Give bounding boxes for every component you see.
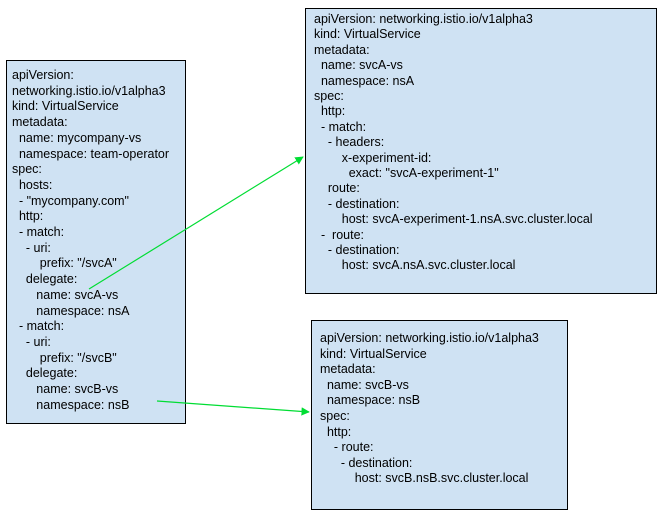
virtualservice-svca-box: apiVersion: networking.istio.io/v1alpha3… [305, 8, 657, 294]
virtualservice-svcb-box: apiVersion: networking.istio.io/v1alpha3… [311, 320, 568, 510]
yaml-line: - match: [12, 225, 65, 239]
yaml-line: prefix: "/svcB" [12, 350, 117, 365]
yaml-line: spec: [320, 409, 350, 423]
yaml-line: namespace: nsB [12, 397, 130, 412]
yaml-line: namespace: nsA [314, 73, 415, 88]
yaml-line: hosts: [12, 177, 53, 192]
yaml-line: - "mycompany.com" [12, 193, 129, 208]
yaml-line: host: svcA-experiment-1.nsA.svc.cluster.… [314, 212, 593, 227]
yaml-line: host: svcA.nsA.svc.cluster.local [314, 258, 516, 273]
yaml-line: x-experiment-id: [314, 150, 432, 165]
yaml-line: - route: [320, 440, 374, 455]
yaml-line: http: [12, 209, 44, 224]
yaml-line: metadata: [320, 362, 376, 377]
yaml-line: namespace: nsA [12, 303, 130, 318]
yaml-line: - match: [314, 119, 367, 134]
yaml-line: - destination: [320, 455, 413, 470]
yaml-line: http: [320, 424, 352, 439]
yaml-line: - match: [12, 319, 65, 334]
yaml-line: namespace: nsB [320, 393, 421, 408]
yaml-line: - destination: [314, 243, 400, 257]
yaml-line: - uri: [12, 240, 51, 255]
arrow-delegate-svcb [156, 400, 310, 416]
yaml-line: metadata: [12, 115, 68, 130]
yaml-line: metadata: [314, 42, 370, 57]
yaml-line: spec: [314, 89, 344, 103]
yaml-line: delegate: [12, 366, 78, 381]
yaml-line: exact: "svcA-experiment-1" [314, 166, 499, 180]
yaml-line: networking.istio.io/v1alpha3 [12, 83, 166, 98]
yaml-line: delegate: [12, 272, 78, 287]
yaml-line: spec: [12, 162, 42, 177]
yaml-line: - headers: [314, 135, 385, 150]
yaml-line: kind: VirtualService [320, 346, 427, 361]
yaml-line: name: svcB-vs [320, 377, 409, 392]
yaml-line: kind: VirtualService [12, 99, 119, 114]
yaml-line: route: [314, 181, 360, 196]
yaml-line: apiVersion: networking.istio.io/v1alpha3 [320, 331, 539, 345]
yaml-line: http: [314, 104, 346, 119]
yaml-line: - route: [314, 227, 365, 242]
yaml-line: apiVersion: [12, 68, 74, 82]
yaml-line: host: svcB.nsB.svc.cluster.local [320, 471, 529, 486]
yaml-line: name: svcB-vs [12, 382, 119, 396]
yaml-line: - uri: [12, 334, 51, 349]
yaml-line: name: svcA-vs [12, 287, 119, 302]
yaml-line: namespace: team-operator [12, 146, 170, 161]
yaml-line: kind: VirtualService [314, 27, 421, 42]
yaml-line: prefix: "/svcA" [12, 256, 117, 271]
yaml-line: name: svcA-vs [314, 58, 403, 73]
yaml-line: apiVersion: networking.istio.io/v1alpha3 [314, 12, 533, 26]
arrow-delegate-svca [88, 156, 304, 290]
yaml-line: - destination: [314, 196, 400, 211]
yaml-line: name: mycompany-vs [12, 130, 142, 145]
